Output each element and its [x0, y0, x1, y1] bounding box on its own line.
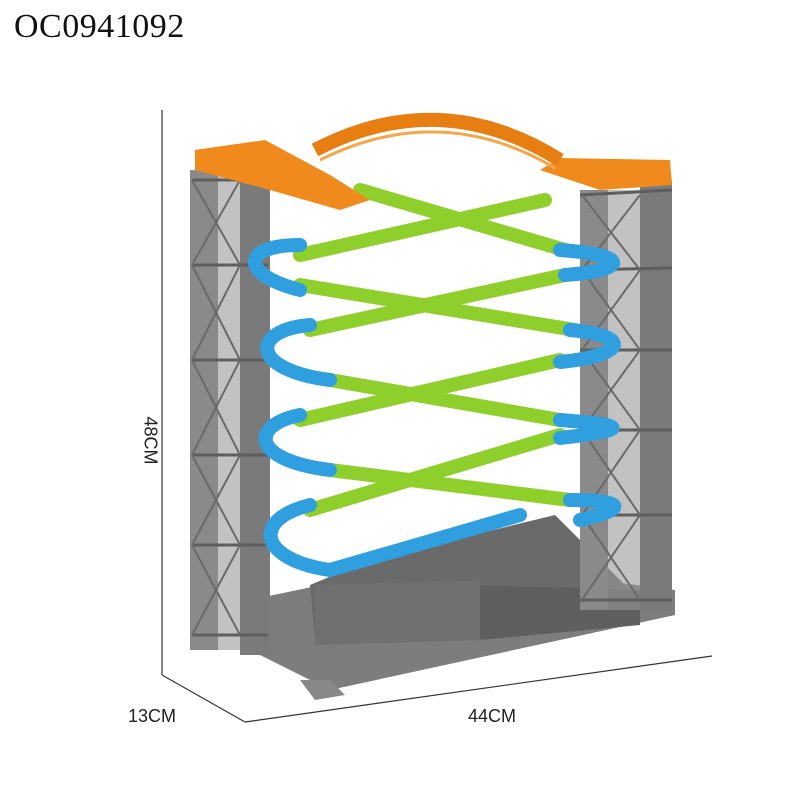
width-dimension-label: 44CM — [468, 706, 517, 726]
depth-dimension-label: 13CM — [128, 706, 177, 726]
base-platform — [250, 515, 675, 700]
dimension-lines — [161, 110, 713, 723]
orange-roof — [195, 112, 672, 210]
zigzag-tracks — [248, 183, 622, 577]
left-tower — [190, 165, 270, 655]
height-dimension-label: 48CM — [140, 416, 161, 465]
depth-dimension-line — [161, 674, 246, 723]
right-tower — [579, 180, 673, 610]
product-code: OC0941092 — [14, 8, 185, 45]
width-dimension-line — [244, 655, 713, 723]
